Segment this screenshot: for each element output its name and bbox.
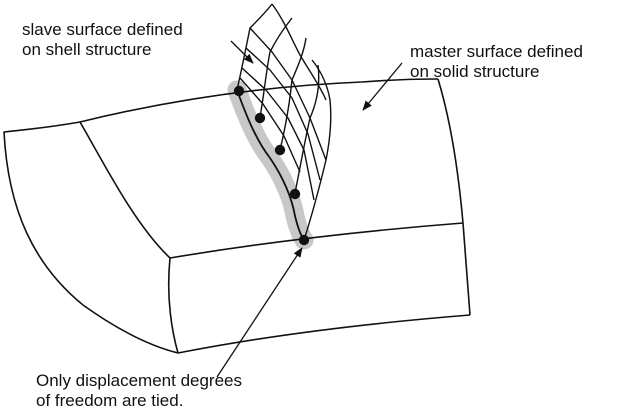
slave-surface-arrow [230,40,254,64]
tied-dof-note-line1: Only displacement degrees [36,371,243,390]
tie-node-2 [254,112,266,124]
master-surface-arrow [362,62,403,111]
shell-mesh [236,3,332,241]
slave-surface-label-line1: slave surface defined [22,20,183,39]
slave-surface-label: slave surface defined on shell structure [22,20,183,60]
tie-node-4 [289,188,301,200]
tie-edge-line [236,89,305,241]
tie-edge-highlight [227,80,314,250]
tied-note-arrow [216,247,303,378]
tied-dof-note: Only displacement degrees of freedom are… [36,371,242,411]
tie-node-5 [298,234,310,246]
tie-node-1 [233,85,245,97]
solid-block [3,78,471,354]
master-surface-label-line2: on solid structure [410,62,540,81]
slave-surface-label-line2: on shell structure [22,40,152,59]
tie-node-3 [274,144,286,156]
master-surface-label: master surface defined on solid structur… [410,42,583,82]
master-surface-label-line1: master surface defined [410,42,583,61]
tied-dof-note-line2: of freedom are tied. [36,391,184,410]
